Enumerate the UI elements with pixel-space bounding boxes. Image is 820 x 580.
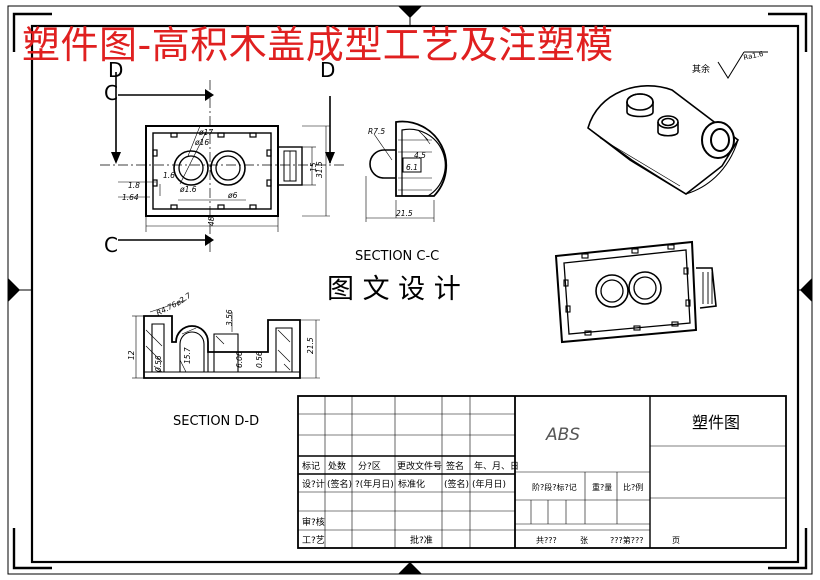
- tb-page: 页: [672, 536, 680, 545]
- dim-cc-6-1: 6.1: [406, 163, 418, 172]
- tb-scale: 比?例: [623, 482, 643, 492]
- surface-finish-symbol: 其余 Ra1.6: [692, 50, 768, 79]
- dim-dd-0-56-left: 0.56: [154, 355, 163, 372]
- section-label-c-top: C: [104, 81, 118, 105]
- tb-sheets-total: 共???: [536, 536, 557, 545]
- front-view: D D C C: [100, 58, 345, 257]
- dim-front-1-64: 1.64: [122, 193, 139, 202]
- dim-cc-r7-5: R7.5: [368, 127, 385, 136]
- centering-marks: [8, 6, 812, 574]
- isometric-view: [587, 85, 740, 195]
- tb-sheet-no: ???第???: [610, 535, 643, 545]
- tb-approve: 批?准: [410, 534, 433, 546]
- drawing-title-banner: 塑件图-高积木盖成型工艺及注塑模: [22, 23, 614, 67]
- section-cc-view: R7.5 21.5 4.5 6.1 SECTION C-C: [355, 120, 448, 264]
- corner-marks: [12, 12, 808, 570]
- dim-dd-0-56-right: 0.56: [255, 351, 264, 368]
- section-label-c-bottom: C: [104, 233, 118, 257]
- section-dd-view: ø2.7 R4.76 3.56 12 0.56 15.7 6.06 0.56 2…: [127, 291, 320, 429]
- dim-front-phi6: ø6: [227, 191, 238, 200]
- tb-stage-mark: 阶?段?标?记: [532, 482, 577, 492]
- tb-header-count: 处数: [328, 460, 346, 472]
- tb-material: ABS: [545, 425, 580, 445]
- tb-header-date: 年、月、日: [474, 460, 519, 472]
- dim-front-1-6: 1.6: [163, 171, 175, 180]
- tb-design-sign: (签名): [327, 478, 352, 490]
- dim-dd-12: 12: [127, 350, 136, 360]
- dim-front-phi17: ø17: [198, 128, 213, 137]
- tb-standard-sign: (签名): [444, 478, 469, 490]
- tb-standardization: 标准化: [398, 478, 425, 490]
- back-view: [554, 240, 717, 344]
- tb-design-date: ?(年月日): [355, 478, 394, 490]
- tb-header-change-doc: 更改文件号: [397, 460, 442, 472]
- section-cc-label: SECTION C-C: [355, 249, 439, 264]
- section-label-d-top-left: D: [108, 58, 123, 82]
- tb-process: 工?艺: [302, 535, 325, 546]
- tb-design: 设?计: [302, 478, 325, 490]
- tb-review: 审?核: [302, 516, 325, 528]
- tb-weight: 重?量: [592, 482, 612, 492]
- dim-front-15: 15: [309, 162, 318, 172]
- dim-front-phi16: ø16: [194, 138, 209, 147]
- dim-cc-21-5: 21.5: [396, 209, 413, 218]
- surface-note: 其余: [692, 63, 710, 75]
- tb-drawing-name: 塑件图: [692, 413, 740, 432]
- tb-header-zone: 分?区: [358, 461, 381, 472]
- dim-dd-3-56: 3.56: [225, 309, 234, 326]
- dim-cc-4-5: 4.5: [414, 151, 426, 160]
- dim-front-phi1-6: ø1.6: [179, 185, 197, 194]
- tb-sheets-unit: 张: [580, 536, 588, 545]
- tb-header-signature: 签名: [446, 460, 464, 472]
- center-title: 图 文 设 计: [327, 274, 461, 305]
- section-label-d-top-right: D: [320, 58, 335, 82]
- dim-front-1-8: 1.8: [128, 181, 140, 190]
- section-dd-label: SECTION D-D: [173, 414, 259, 429]
- dim-dd-21-5: 21.5: [306, 337, 315, 354]
- tb-standard-date: (年月日): [472, 478, 506, 490]
- dim-dd-r4-76: R4.76: [155, 299, 179, 317]
- dim-front-31-5: 31.5: [315, 161, 324, 178]
- dim-dd-15-7: 15.7: [183, 347, 192, 364]
- title-block: 标记 处数 分?区 更改文件号 签名 年、月、日 设?计 (签名) ?(年月日)…: [297, 395, 787, 549]
- dim-front-48: 48: [207, 216, 216, 226]
- dim-dd-6-06: 6.06: [235, 351, 244, 368]
- tb-header-mark: 标记: [302, 460, 320, 472]
